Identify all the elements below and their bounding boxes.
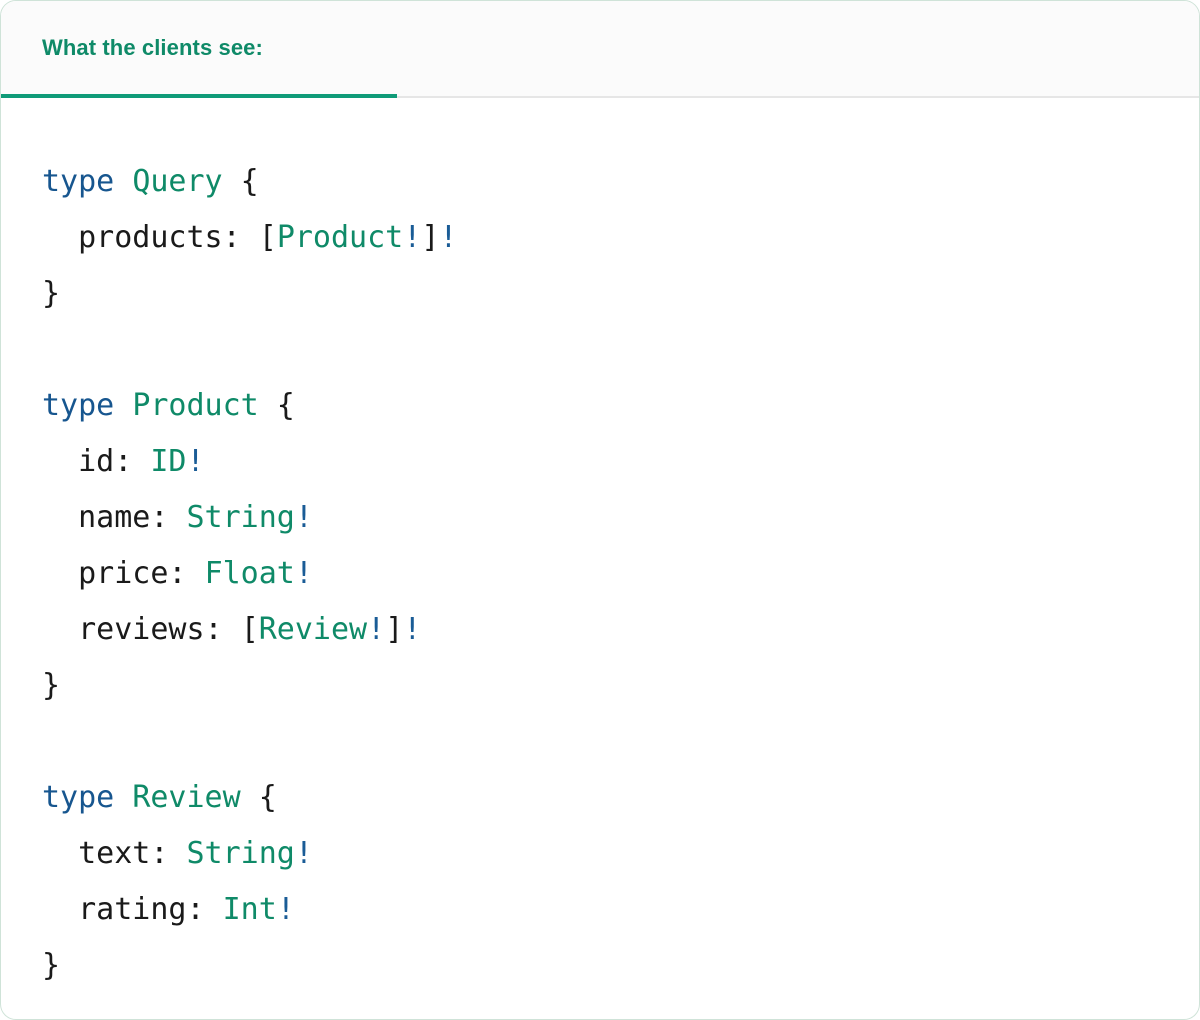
- tab-what-the-clients-see[interactable]: What the clients see:: [1, 1, 397, 98]
- code-line: id: ID!: [42, 434, 1199, 490]
- tab-bar: What the clients see:: [1, 1, 1199, 98]
- code-line: }: [42, 938, 1199, 994]
- code-line: [42, 322, 1199, 378]
- code-token: !: [294, 556, 313, 591]
- code-token: Query: [132, 164, 223, 199]
- code-line: price: Float!: [42, 546, 1199, 602]
- code-line: [42, 714, 1199, 770]
- code-token: rating:: [42, 892, 223, 927]
- graphql-schema-code: type Query { products: [Product!]!} type…: [1, 128, 1199, 994]
- code-token: Float: [204, 556, 295, 591]
- code-line: }: [42, 658, 1199, 714]
- code-line: type Product {: [42, 378, 1199, 434]
- code-token: {: [222, 164, 259, 199]
- code-token: String: [186, 836, 295, 871]
- code-token: Review: [258, 612, 368, 647]
- code-token: [: [240, 612, 259, 647]
- tab-label: What the clients see:: [42, 34, 263, 60]
- code-token: ID: [150, 444, 187, 479]
- code-line: text: String!: [42, 826, 1199, 882]
- code-token: ]: [385, 612, 404, 647]
- code-token: }: [42, 948, 61, 983]
- code-token: Int: [222, 892, 277, 927]
- code-token: }: [42, 276, 61, 311]
- code-line: type Review {: [42, 770, 1199, 826]
- code-token: ]: [421, 220, 440, 255]
- code-token: Review: [132, 780, 241, 815]
- code-token: !: [439, 220, 458, 255]
- code-token: products:: [42, 220, 259, 255]
- code-token: }: [42, 668, 61, 703]
- code-token: String: [186, 500, 295, 535]
- code-line: rating: Int!: [42, 882, 1199, 938]
- code-token: !: [186, 444, 205, 479]
- code-token: !: [403, 612, 422, 647]
- code-token: [114, 164, 132, 199]
- code-token: !: [367, 612, 386, 647]
- code-token: type: [42, 780, 115, 815]
- code-token: {: [258, 388, 295, 423]
- code-token: id:: [42, 444, 151, 479]
- code-token: reviews:: [42, 612, 241, 647]
- code-token: {: [240, 780, 277, 815]
- code-token: Product: [276, 220, 404, 255]
- code-token: [114, 780, 132, 815]
- code-line: name: String!: [42, 490, 1199, 546]
- code-line: products: [Product!]!: [42, 210, 1199, 266]
- code-token: !: [294, 836, 313, 871]
- code-token: type: [42, 164, 115, 199]
- code-line: type Query {: [42, 154, 1199, 210]
- code-token: [114, 388, 132, 423]
- code-line: }: [42, 266, 1199, 322]
- code-token: !: [294, 500, 313, 535]
- code-token: Product: [132, 388, 259, 423]
- code-token: text:: [42, 836, 187, 871]
- code-line: reviews: [Review!]!: [42, 602, 1199, 658]
- code-token: [: [258, 220, 277, 255]
- code-token: name:: [42, 500, 187, 535]
- code-token: type: [42, 388, 115, 423]
- code-token: !: [276, 892, 295, 927]
- code-token: !: [403, 220, 422, 255]
- code-token: price:: [42, 556, 205, 591]
